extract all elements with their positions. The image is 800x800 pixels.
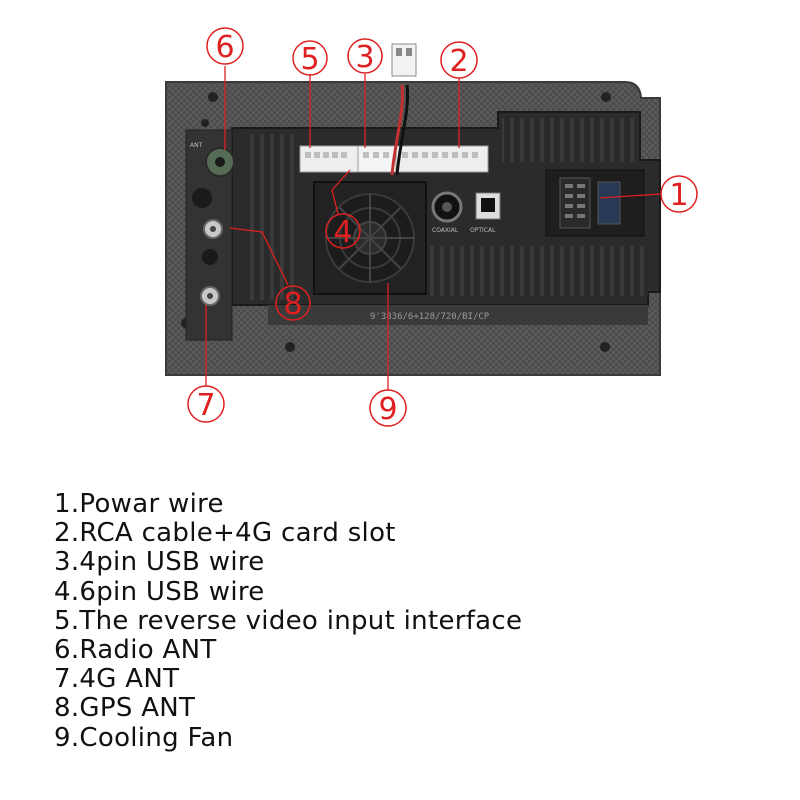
svg-text:2: 2 bbox=[449, 44, 468, 79]
svg-text:6: 6 bbox=[215, 30, 234, 65]
svg-text:4: 4 bbox=[333, 215, 352, 250]
callout-6: 6 bbox=[207, 28, 243, 65]
legend-item-radio-ant: 6.Radio ANT bbox=[54, 636, 774, 665]
4g-antenna-port bbox=[201, 287, 219, 305]
top-right-ribs bbox=[502, 118, 634, 162]
antenna-column: ANT bbox=[186, 130, 234, 340]
legend-item-rca-cable: 2.RCA cable+4G card slot bbox=[54, 519, 774, 548]
svg-text:ANT: ANT bbox=[190, 142, 203, 149]
legend-item-4g-ant: 7.4G ANT bbox=[54, 665, 774, 694]
svg-text:1: 1 bbox=[669, 178, 688, 213]
svg-text:5: 5 bbox=[300, 42, 319, 77]
device-rear-diagram: 9'3836/6+128/720/BI/CP bbox=[0, 0, 800, 470]
radio-antenna-port bbox=[206, 148, 234, 176]
svg-text:9: 9 bbox=[378, 392, 397, 427]
left-ribs bbox=[244, 134, 294, 300]
legend-item-6pin-usb: 4.6pin USB wire bbox=[54, 578, 774, 607]
callout-9: 9 bbox=[370, 390, 406, 427]
callout-7: 7 bbox=[188, 386, 224, 423]
bottom-ribs bbox=[428, 246, 648, 296]
callout-3: 3 bbox=[348, 39, 382, 75]
legend: 1.Powar wire 2.RCA cable+4G card slot 3.… bbox=[54, 490, 774, 753]
legend-item-gps-ant: 8.GPS ANT bbox=[54, 694, 774, 723]
4pin-usb-connector bbox=[358, 146, 396, 172]
svg-text:COAXIAL: COAXIAL bbox=[432, 227, 459, 234]
legend-item-power-wire: 1.Powar wire bbox=[54, 490, 774, 519]
cooling-fan bbox=[314, 182, 426, 294]
svg-text:3: 3 bbox=[355, 40, 374, 75]
callout-1: 1 bbox=[661, 176, 697, 213]
power-wire-connector bbox=[546, 170, 644, 236]
legend-item-reverse-video: 5.The reverse video input interface bbox=[54, 607, 774, 636]
legend-item-4pin-usb: 3.4pin USB wire bbox=[54, 548, 774, 577]
callout-2: 2 bbox=[441, 42, 477, 79]
svg-text:8: 8 bbox=[283, 287, 302, 322]
gps-antenna-port bbox=[204, 220, 222, 238]
svg-text:OPTICAL: OPTICAL bbox=[470, 227, 496, 234]
reverse-video-connector bbox=[300, 146, 358, 172]
legend-item-cooling-fan: 9.Cooling Fan bbox=[54, 724, 774, 753]
svg-text:7: 7 bbox=[196, 388, 215, 423]
wire-plug bbox=[392, 44, 416, 76]
rca-cable-connector bbox=[396, 146, 488, 172]
callout-5: 5 bbox=[293, 41, 327, 77]
